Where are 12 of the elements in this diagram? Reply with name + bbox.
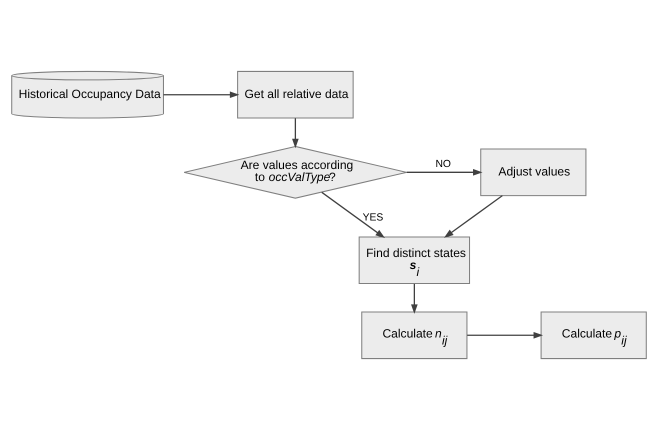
arrow <box>411 283 418 314</box>
edge-label: NO <box>435 158 451 170</box>
arrow <box>444 194 503 238</box>
arrow <box>292 118 299 148</box>
node-box: Get all relative data <box>237 70 354 118</box>
arrow <box>163 90 240 98</box>
node-box: Adjust values <box>480 148 586 196</box>
arrow <box>467 331 544 338</box>
edge-label: YES <box>362 212 384 223</box>
node-diamond: Are values according to occValType? <box>184 145 408 198</box>
arrow <box>406 168 483 176</box>
arrow <box>321 191 385 238</box>
